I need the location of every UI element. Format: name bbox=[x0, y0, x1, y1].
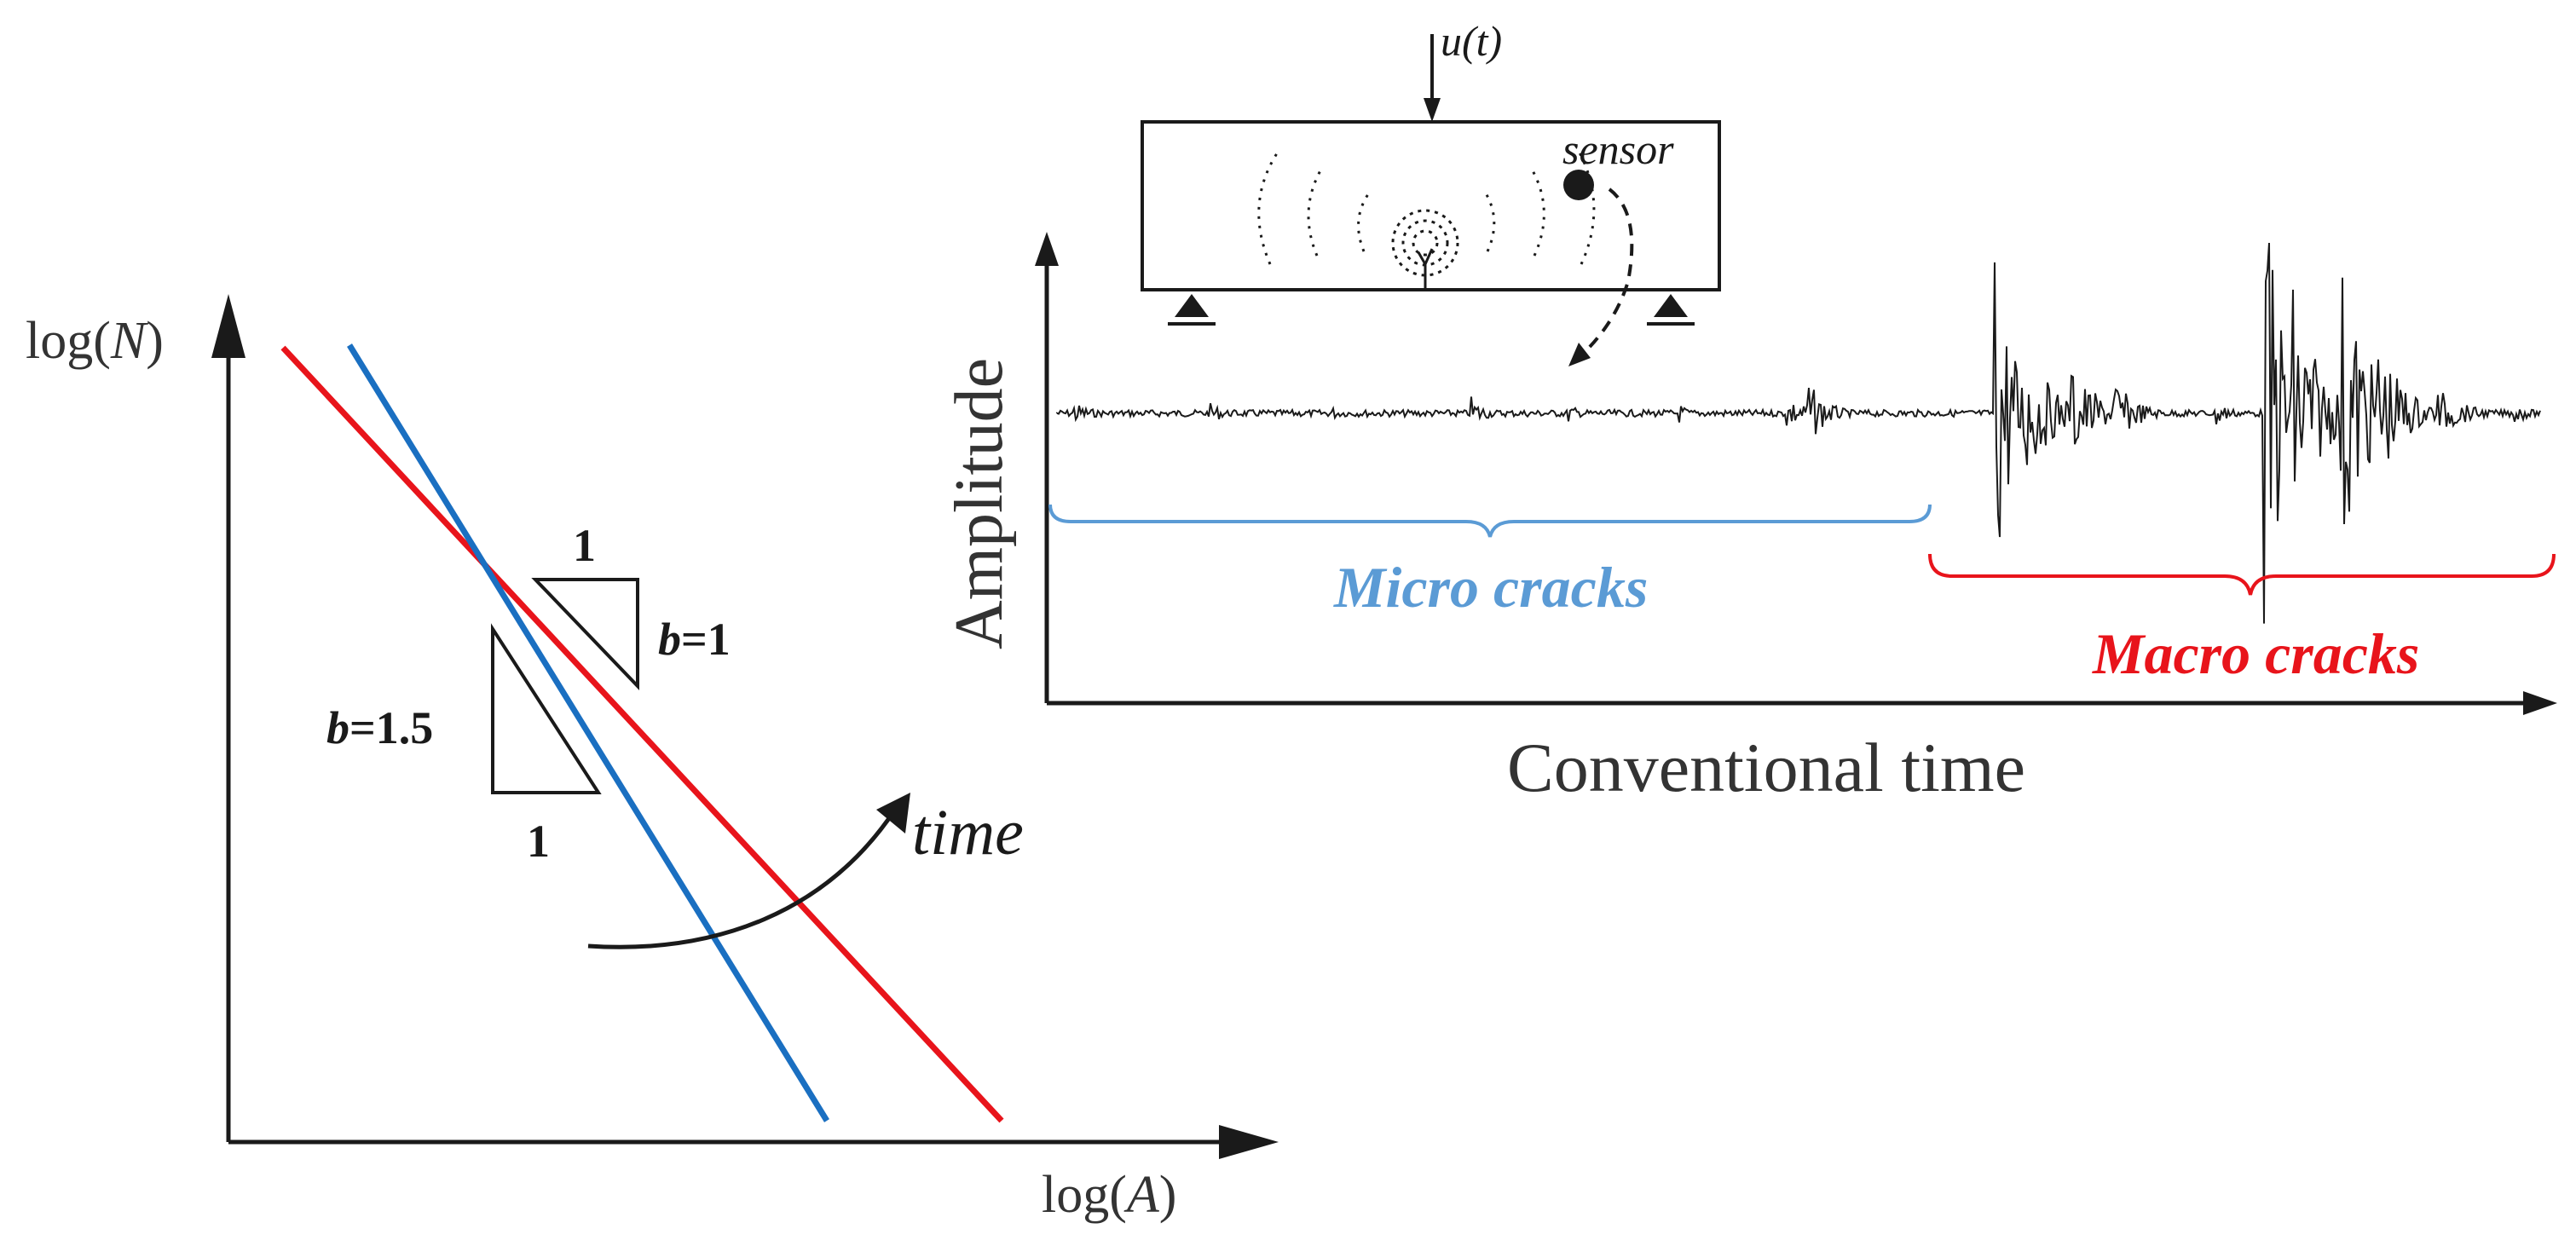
macro-cracks-label: Macro cracks bbox=[2092, 621, 2419, 686]
left-support-icon bbox=[1175, 294, 1209, 317]
right-support-icon bbox=[1654, 294, 1688, 317]
signal-x-axis-arrow bbox=[2523, 691, 2557, 715]
crack-line bbox=[1417, 248, 1434, 290]
gr-time-arrow-head bbox=[876, 793, 910, 834]
wave-arcs-icon bbox=[1257, 144, 1596, 265]
sensor-icon bbox=[1563, 170, 1594, 200]
gr-x-axis-arrow bbox=[1219, 1125, 1279, 1159]
gr-y-axis-label: log(N) bbox=[26, 312, 164, 370]
sensor-label: sensor bbox=[1562, 125, 1674, 173]
gr-blue-triangle-b-label: b=1.5 bbox=[326, 702, 433, 753]
load-label: u(t) bbox=[1441, 17, 1502, 65]
gr-blue-line bbox=[347, 343, 829, 1122]
gr-plot: log(N) log(A) 1 b=1 b=1.5 1 time bbox=[26, 294, 1279, 1224]
gr-red-line bbox=[280, 345, 1004, 1123]
sensor-signal-arrow-head bbox=[1568, 343, 1591, 366]
micro-cracks-brace bbox=[1048, 504, 1932, 538]
beam-schematic: u(t) sensor bbox=[1141, 17, 1721, 366]
gr-red-triangle-b-label: b=1 bbox=[658, 614, 731, 665]
signal-y-axis-arrow bbox=[1035, 232, 1059, 266]
gr-x-axis-label: log(A) bbox=[1042, 1166, 1176, 1224]
gr-red-slope-triangle bbox=[531, 578, 639, 690]
signal-plot: Amplitude Conventional time Micro cracks… bbox=[942, 17, 2557, 806]
gr-blue-triangle-bottom-label: 1 bbox=[527, 816, 550, 867]
load-arrow-head bbox=[1424, 98, 1441, 122]
gr-blue-slope-triangle bbox=[491, 623, 602, 794]
signal-y-axis-label: Amplitude bbox=[942, 358, 1017, 649]
gr-red-triangle-top-label: 1 bbox=[573, 520, 596, 571]
macro-cracks-brace bbox=[1928, 553, 2556, 596]
gr-y-axis-arrow bbox=[211, 294, 245, 358]
signal-x-axis-label: Conventional time bbox=[1507, 729, 2025, 806]
gr-time-label: time bbox=[912, 797, 1024, 868]
micro-cracks-label: Micro cracks bbox=[1333, 555, 1648, 620]
gr-time-arrow bbox=[587, 808, 898, 949]
signal-waveform bbox=[1056, 242, 2541, 624]
signal-trace bbox=[1056, 242, 2541, 624]
sensor-signal-arrow bbox=[1577, 187, 1634, 360]
